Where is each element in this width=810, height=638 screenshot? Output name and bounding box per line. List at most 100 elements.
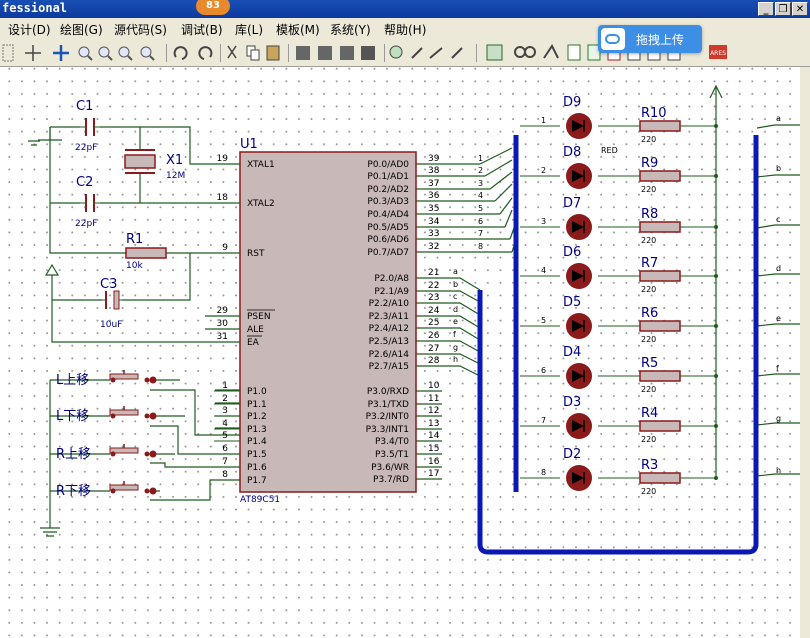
u1-pin-name: P2.7/A15: [369, 362, 409, 372]
ares-icon[interactable]: ARES: [709, 45, 727, 59]
menu-system[interactable]: 系统(Y): [330, 23, 371, 37]
notification-badge[interactable]: 83: [196, 0, 230, 15]
u1-pin-number: 29: [217, 306, 229, 316]
resistor-ref: R8: [641, 207, 658, 222]
u1-chip[interactable]: U1 AT89C51 19XTAL118XTAL29RST29PSEN30ALE…: [214, 137, 483, 505]
redo-icon[interactable]: [198, 46, 213, 60]
minimize-icon[interactable]: _: [758, 2, 774, 16]
c3-value: 10uF: [100, 320, 122, 330]
tool-icon[interactable]: [451, 47, 463, 59]
decompose-icon[interactable]: [429, 47, 443, 59]
led-net-label: 1: [541, 116, 546, 125]
push-button[interactable]: L上移: [56, 370, 157, 388]
u1-pin-number: 22: [428, 281, 439, 291]
u1-pin-name: P1.5: [247, 450, 267, 460]
wire-autorouter-icon[interactable]: [486, 44, 503, 61]
p0-net-label: 2: [478, 166, 483, 175]
push-button-label: L上移: [56, 373, 89, 388]
resistor-ref: R4: [641, 406, 658, 421]
right-net-label: c: [776, 215, 780, 224]
u1-pin-number: 3: [222, 406, 228, 416]
u1-pin-number: 21: [428, 268, 439, 278]
c1-ref: C1: [76, 99, 93, 114]
zoom-all-icon[interactable]: [118, 46, 133, 61]
paste-icon[interactable]: [266, 45, 280, 61]
menu-help[interactable]: 帮助(H): [384, 23, 427, 37]
block-move-icon[interactable]: [318, 46, 332, 60]
crystal-x1[interactable]: X1 12M: [124, 149, 185, 181]
cut-icon[interactable]: [227, 45, 237, 59]
u1-pin-number: 19: [217, 154, 229, 164]
capacitor-c1[interactable]: C1 22pF: [75, 99, 100, 153]
move-icon[interactable]: [53, 45, 69, 61]
u1-pin-name: P0.3/AD3: [367, 197, 409, 207]
push-button[interactable]: L下移: [56, 406, 157, 424]
p0-net-label: 3: [478, 179, 483, 188]
new-sheet-icon[interactable]: [567, 44, 581, 61]
capacitor-c3[interactable]: C3 10uF: [100, 277, 122, 330]
led-net-label: 4: [541, 266, 546, 275]
x1-ref: X1: [166, 153, 183, 168]
select-icon[interactable]: [2, 44, 14, 62]
block-delete-icon[interactable]: [361, 46, 375, 60]
u1-pin-number: 11: [428, 394, 439, 404]
cross-icon[interactable]: [25, 45, 41, 61]
push-buttons: L上移 L下移 R上移 R下移: [56, 370, 157, 499]
resistor-value: 220: [641, 435, 656, 444]
u1-pin-number: 30: [217, 319, 229, 329]
menu-template[interactable]: 模板(M): [276, 23, 320, 37]
close-icon[interactable]: ✕: [792, 2, 808, 16]
led-net-label: 2: [541, 166, 546, 175]
p0-net-label: 6: [478, 217, 483, 226]
block-copy-icon[interactable]: [296, 46, 310, 60]
cloud-icon: [601, 28, 625, 50]
push-button[interactable]: R上移: [56, 444, 157, 462]
right-net-label: d: [776, 264, 781, 273]
resistor-r1[interactable]: R1 10k: [125, 232, 167, 271]
undo-icon[interactable]: [173, 46, 188, 60]
property-assign-icon[interactable]: [543, 44, 559, 59]
u1-pin-name: P0.7/AD7: [367, 248, 409, 258]
push-button[interactable]: R下移: [56, 481, 157, 499]
u1-pin-number: 25: [428, 318, 439, 328]
capacitor-c2[interactable]: C2 22pF: [75, 175, 100, 229]
drag-upload-button[interactable]: 拖拽上传: [598, 25, 702, 53]
pick-device-icon[interactable]: [389, 45, 403, 59]
restore-icon[interactable]: ❐: [775, 2, 791, 16]
led-ref: D8: [563, 145, 581, 160]
zoom-area-icon[interactable]: [140, 46, 155, 61]
u1-ref: U1: [240, 137, 258, 152]
block-rotate-icon[interactable]: [340, 46, 354, 60]
menu-library[interactable]: 库(L): [235, 23, 264, 37]
led-ref: D4: [563, 345, 581, 360]
zoom-out-icon[interactable]: [98, 46, 113, 61]
menu-graphics[interactable]: 绘图(G): [60, 23, 103, 37]
menu-design[interactable]: 设计(D): [8, 23, 51, 37]
c1-value: 22pF: [75, 143, 97, 153]
zoom-in-icon[interactable]: [78, 46, 93, 61]
u1-pin-number: 28: [428, 356, 440, 366]
u1-pin-name: P3.1/TXD: [368, 400, 409, 410]
title-bar: fessional 83 _ ❐ ✕: [0, 0, 810, 18]
u1-pin-number: 7: [222, 457, 228, 467]
copy-icon[interactable]: [246, 45, 260, 61]
led-array: 1D9R102202D8R92203D7R82204D6R72205D5R622…: [520, 95, 718, 496]
menu-source[interactable]: 源代码(S): [114, 23, 167, 37]
u1-pin-name: P3.2/INT0: [366, 412, 410, 422]
c2-value: 22pF: [75, 219, 97, 229]
schematic-canvas[interactable]: C1 22pF C2 22pF X1 12M R1 10k C3 10uF U1…: [0, 67, 810, 638]
search-tag-icon[interactable]: [514, 46, 536, 58]
menu-debug[interactable]: 调试(B): [181, 23, 223, 37]
p2-net-label: f: [453, 330, 456, 339]
make-device-icon[interactable]: [411, 47, 423, 59]
u1-pin-number: 17: [428, 469, 439, 479]
vertical-scrollbar[interactable]: [800, 67, 810, 638]
